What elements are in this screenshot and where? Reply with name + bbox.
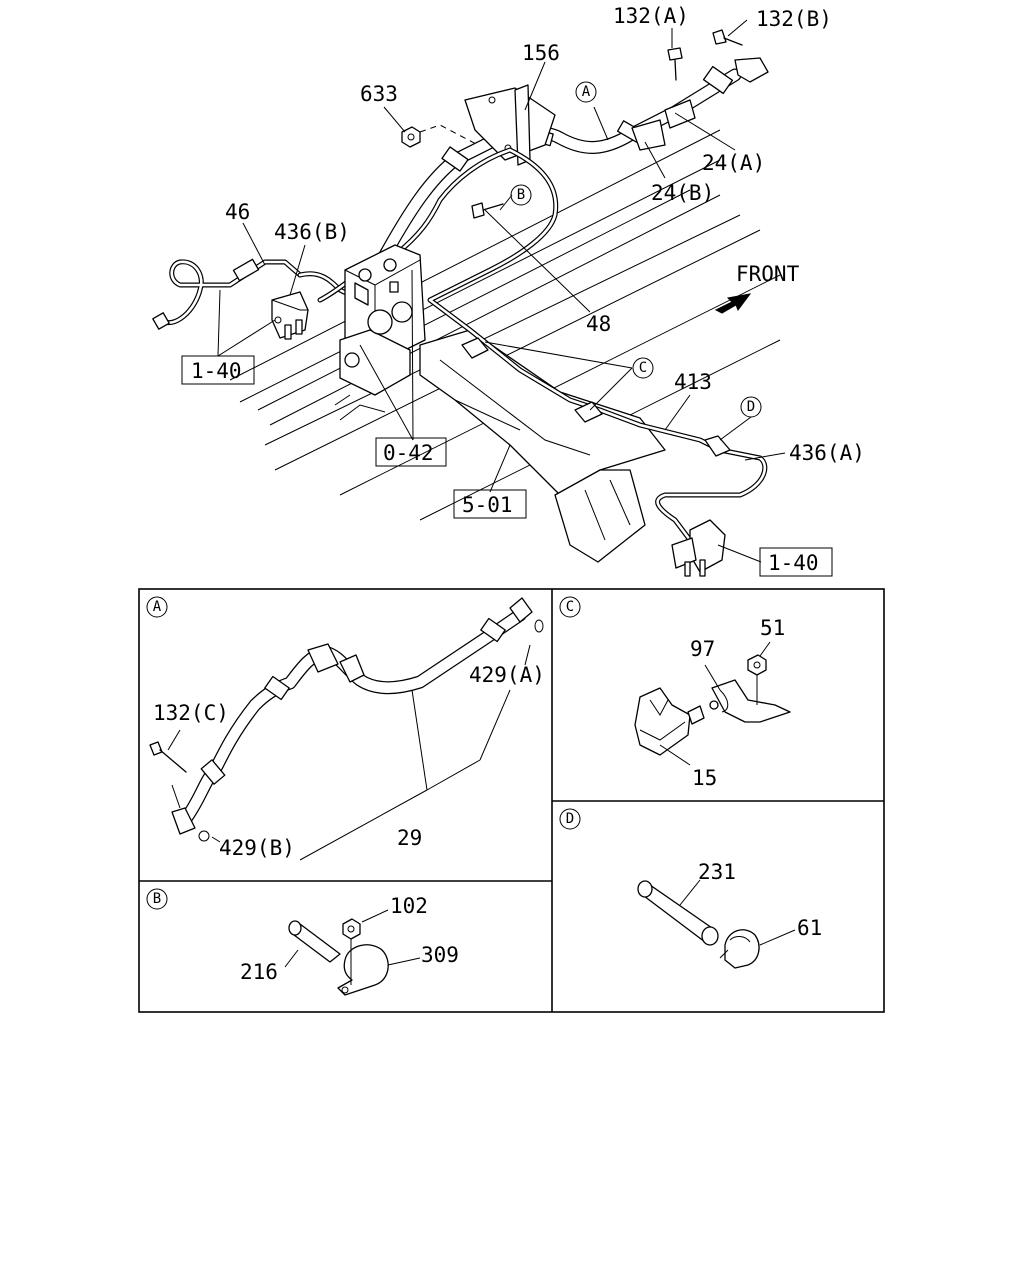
callout-circles: A B C D (510, 81, 762, 418)
label-51: 51 (760, 616, 785, 640)
label-429b: 429(B) (219, 836, 295, 860)
label-413: 413 (674, 370, 712, 394)
label-61: 61 (797, 916, 822, 940)
detail-a-tag: A (153, 599, 162, 615)
nut-633 (401, 124, 479, 148)
label-24b: 24(B) (651, 181, 714, 205)
cross-member (334, 329, 666, 563)
frame-rails (229, 129, 781, 521)
label-15: 15 (692, 766, 717, 790)
label-633: 633 (360, 82, 398, 106)
part-labels: 132(A) 132(B) 156 633 24(A) 24(B) 46 436… (225, 4, 865, 465)
callout-circle-d: D (747, 399, 755, 415)
detail-b-tag: B (153, 891, 161, 907)
ref-box-1-40-right: 1-40 (768, 551, 819, 575)
bolts-top (631, 29, 743, 151)
ref-box-1-40-left: 1-40 (191, 359, 242, 383)
label-132c: 132(C) (153, 701, 229, 725)
front-label: FRONT (736, 262, 800, 286)
label-429a: 429(A) (469, 663, 545, 687)
detail-panels (138, 588, 885, 1013)
valve-unit (339, 244, 426, 396)
sensor-left (271, 291, 309, 340)
bolt-48 (471, 202, 504, 219)
detail-c-tag: C (566, 599, 574, 615)
front-indicator: FRONT (714, 262, 800, 314)
detail-d-panel: D 231 61 (559, 808, 822, 969)
ref-box-0-42: 0-42 (383, 441, 434, 465)
label-216: 216 (240, 960, 278, 984)
reference-boxes: 1-40 0-42 5-01 1-40 (181, 355, 833, 577)
label-46: 46 (225, 200, 250, 224)
label-309: 309 (421, 943, 459, 967)
label-436a: 436(A) (789, 441, 865, 465)
callout-circle-c: C (639, 360, 647, 376)
label-102: 102 (390, 894, 428, 918)
label-97: 97 (690, 637, 715, 661)
label-436b: 436(B) (274, 220, 350, 244)
ref-box-5-01: 5-01 (462, 493, 513, 517)
front-arrow-icon (714, 293, 752, 314)
sensor-right (671, 519, 726, 577)
detail-b-panel: B 102 216 309 (146, 888, 459, 996)
callout-circle-b: B (517, 187, 525, 203)
callout-circle-a: A (582, 84, 591, 100)
leader-lines (217, 19, 786, 563)
label-24a: 24(A) (702, 151, 765, 175)
detail-a-panel: A 132(C) 429(A) 429(B) 29 (146, 596, 545, 861)
label-231: 231 (698, 860, 736, 884)
detail-c-panel: C 97 51 15 (559, 596, 791, 790)
bracket-156 (464, 84, 556, 166)
brake-pipes (152, 147, 768, 543)
main-assembly-view: FRONT (152, 4, 865, 577)
detail-d-tag: D (566, 811, 574, 827)
label-132a: 132(A) (613, 4, 689, 28)
label-156: 156 (522, 41, 560, 65)
pipe-clips (461, 337, 731, 457)
label-29: 29 (397, 826, 422, 850)
label-48: 48 (586, 312, 611, 336)
label-132b: 132(B) (756, 7, 832, 31)
